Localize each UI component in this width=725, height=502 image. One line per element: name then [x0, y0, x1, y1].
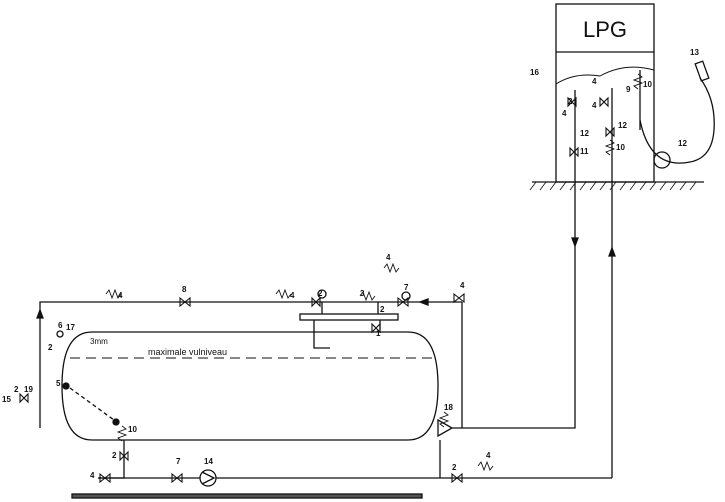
label-1: 1	[376, 329, 381, 338]
pump-14	[199, 469, 217, 487]
label-7b: 7	[176, 457, 181, 466]
label-4d: 4	[118, 291, 123, 300]
relief-valves	[105, 73, 644, 472]
label-9: 9	[626, 85, 631, 94]
storage-tank	[61, 331, 439, 441]
label-5: 5	[56, 379, 61, 388]
label-2g: 2	[568, 97, 573, 106]
float-gauge	[62, 382, 120, 426]
label-14: 14	[204, 457, 213, 466]
liquid-supply-line	[98, 182, 613, 479]
label-8: 8	[182, 285, 187, 294]
label-10b: 10	[616, 143, 625, 152]
label-4e: 4	[290, 291, 295, 300]
label-4b: 4	[592, 77, 597, 86]
label-12c: 12	[678, 139, 687, 148]
label-4f: 4	[386, 253, 391, 262]
label-2a: 2	[318, 289, 323, 298]
gap-note: 3mm	[90, 337, 108, 346]
gauges	[56, 60, 710, 338]
label-2b: 2	[380, 305, 385, 314]
label-4i: 4	[486, 451, 491, 460]
label-10a: 10	[643, 80, 652, 89]
label-16: 16	[530, 68, 539, 77]
label-11: 11	[580, 147, 589, 156]
label-18: 18	[444, 403, 453, 412]
vapour-return-line	[39, 301, 463, 428]
component-labels: 16 13 10 9 4 4 4 12 12 12 11 10 8 4 4 2 …	[2, 48, 699, 480]
label-4h: 4	[90, 471, 95, 480]
label-4c: 4	[592, 101, 597, 110]
label-3: 3	[360, 289, 365, 298]
valves	[19, 96, 615, 484]
label-13: 13	[690, 48, 699, 57]
label-4a: 4	[562, 109, 567, 118]
label-12a: 12	[580, 129, 589, 138]
label-2f: 2	[452, 463, 457, 472]
max-fill-level-note: maximale vulniveau	[148, 347, 227, 357]
label-12b: 12	[618, 121, 627, 130]
label-15: 15	[2, 395, 11, 404]
label-4g: 4	[460, 281, 465, 290]
dispenser-title: LPG	[583, 17, 627, 42]
label-19: 19	[24, 385, 33, 394]
return-line	[437, 182, 576, 438]
ground-dispenser	[529, 181, 704, 191]
label-2d: 2	[14, 385, 19, 394]
flow-arrows	[36, 237, 616, 319]
label-10c: 10	[128, 425, 137, 434]
label-2e: 2	[112, 451, 117, 460]
label-6: 6	[58, 321, 63, 330]
label-2c: 2	[48, 343, 53, 352]
label-7a: 7	[404, 283, 409, 292]
ground-tank	[71, 493, 423, 499]
label-17: 17	[66, 323, 75, 332]
